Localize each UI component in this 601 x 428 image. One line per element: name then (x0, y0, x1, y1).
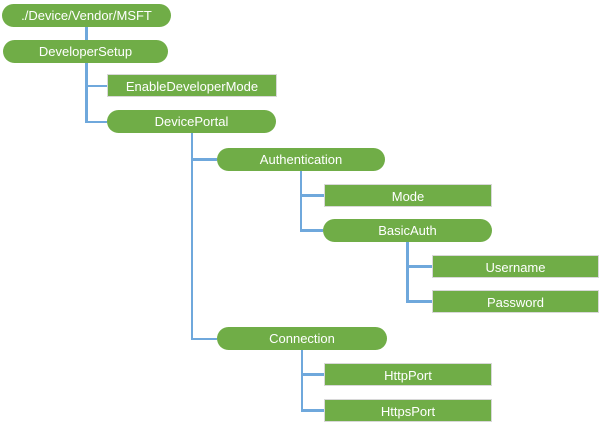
connector-stub-username (406, 265, 432, 268)
connector-stub-password (406, 300, 432, 303)
node-enable-developer-mode: EnableDeveloperMode (107, 74, 277, 97)
connector-developersetup-trunk (85, 63, 88, 123)
connector-stub-httpport (300, 373, 324, 376)
node-http-port: HttpPort (324, 363, 492, 386)
connector-stub-httpsport (300, 409, 324, 412)
node-https-port: HttpsPort (324, 399, 492, 422)
connector-deviceportal-trunk (190, 133, 193, 340)
connector-stub-authentication (190, 158, 217, 161)
node-connection: Connection (217, 327, 387, 350)
connector-authentication-trunk (299, 171, 303, 232)
node-username: Username (432, 255, 599, 278)
node-password: Password (432, 290, 599, 313)
connector-stub-connection (190, 337, 217, 340)
connector-connection-trunk (300, 350, 304, 411)
node-mode: Mode (324, 184, 492, 207)
node-basic-auth: BasicAuth (323, 219, 492, 242)
connector-root-developersetup (85, 27, 88, 41)
connector-stub-enabledevelopermode (85, 84, 107, 87)
node-device-portal: DevicePortal (107, 110, 276, 133)
node-developer-setup: DeveloperSetup (3, 40, 168, 63)
connector-stub-basicauth (299, 229, 323, 232)
connector-basicauth-trunk (406, 242, 409, 303)
connector-stub-mode (299, 194, 324, 197)
connector-stub-deviceportal (85, 120, 107, 123)
node-device-vendor-msft: ./Device/Vendor/MSFT (2, 4, 171, 27)
node-authentication: Authentication (217, 148, 385, 171)
